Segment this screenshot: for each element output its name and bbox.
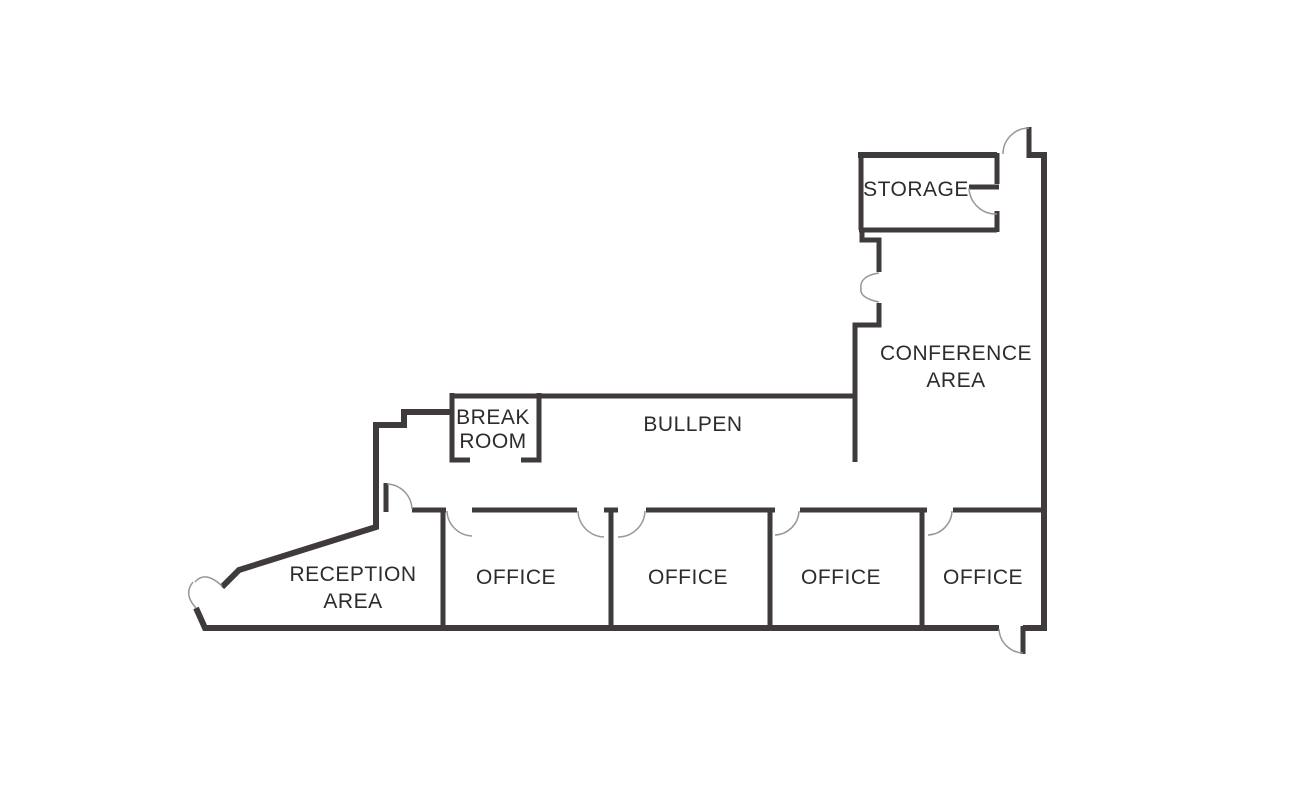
office1-right-door-arc: [577, 510, 605, 538]
bottom-right-exterior-door-arc: [998, 628, 1024, 654]
office1-left-door-arc: [446, 510, 473, 537]
entrance-double-door-arc-upper: [194, 576, 223, 587]
room-label-office-1: OFFICE: [476, 566, 556, 589]
wall-bottom: [193, 606, 999, 631]
door-leaves: [383, 127, 1032, 654]
conference-double-door-arc-upper: [860, 272, 880, 290]
reception-bullpen-door-arc: [386, 483, 413, 510]
office4-door-arc: [927, 510, 953, 536]
wall-breakroom-left: [449, 393, 470, 463]
room-label-breakroom-line1: BREAK: [456, 406, 530, 429]
room-labels: STORAGE CONFERENCE AREA BULLPEN BREAK RO…: [289, 178, 1032, 613]
office3-door-arc: [774, 510, 800, 536]
room-label-reception-line2: AREA: [323, 590, 382, 613]
wall-right: [1023, 152, 1047, 631]
room-label-reception-line1: RECEPTION: [289, 563, 416, 586]
office2-door-arc: [617, 510, 646, 538]
room-label-conference-line1: CONFERENCE: [880, 342, 1032, 365]
wall-entrance-diagonal: [219, 409, 452, 590]
wall-conference-west-lower: [852, 303, 882, 462]
wall-conference-west-upper: [859, 228, 882, 272]
exterior-walls: [193, 152, 1047, 631]
door-swing-arcs: [187, 127, 1030, 654]
wall-breakroom-right: [521, 393, 542, 463]
room-label-office-3: OFFICE: [801, 566, 881, 589]
conference-double-door-arc-lower: [860, 287, 880, 303]
room-label-bullpen: BULLPEN: [643, 413, 742, 436]
top-right-exterior-door-arc: [1002, 127, 1030, 155]
room-label-office-2: OFFICE: [648, 566, 728, 589]
storage-door-arc: [968, 187, 998, 215]
room-label-conference-line2: AREA: [926, 369, 985, 392]
entrance-double-door-arc-lower: [187, 581, 197, 609]
room-label-office-4: OFFICE: [943, 566, 1023, 589]
room-label-storage: STORAGE: [863, 178, 969, 201]
room-label-breakroom-line2: ROOM: [459, 430, 526, 453]
